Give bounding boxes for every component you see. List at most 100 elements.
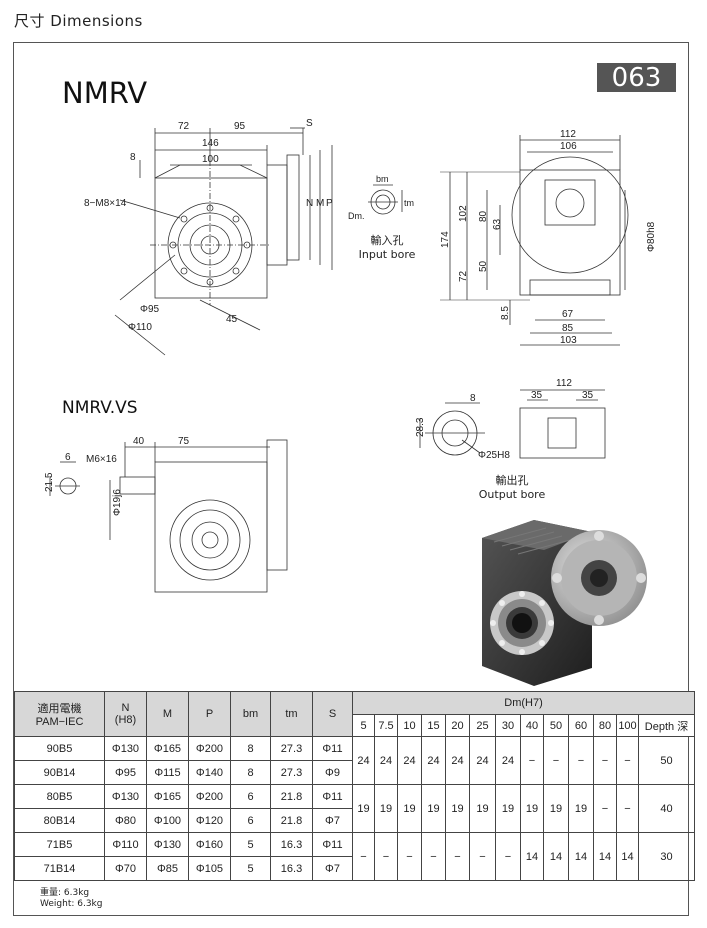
weight-zh: 重量: 6.3kg bbox=[40, 888, 90, 898]
dim-dm: Dm. bbox=[348, 211, 365, 221]
cell-dm: 24 bbox=[469, 736, 496, 785]
dim-6: 6 bbox=[65, 452, 71, 463]
cell-pam: 80B5 bbox=[14, 784, 105, 809]
cell-n: Φ70 bbox=[104, 856, 147, 881]
cell-pam: 80B14 bbox=[14, 808, 105, 833]
col-dm: Dm(H7) bbox=[352, 691, 695, 715]
cell-dm: 19 bbox=[374, 784, 398, 833]
cell-p: Φ160 bbox=[188, 832, 231, 857]
dim-106: 106 bbox=[560, 141, 577, 152]
cell-dm: 19 bbox=[445, 784, 470, 833]
drawing-title-nmrv-vs: NMRV.VS bbox=[62, 398, 138, 418]
input-bore-zh: 輸入孔 bbox=[370, 234, 404, 247]
cell-m: Φ85 bbox=[146, 856, 189, 881]
cell-dm: − bbox=[495, 832, 521, 881]
nmrv-side-view bbox=[440, 135, 629, 346]
dim-174: 174 bbox=[440, 231, 451, 248]
cell-depth: 50 bbox=[638, 736, 695, 785]
cell-s: Φ7 bbox=[312, 808, 353, 833]
cell-dm: 19 bbox=[469, 784, 496, 833]
cell-dm: − bbox=[568, 736, 594, 785]
bolt-label: 8−M8×14 bbox=[84, 198, 127, 209]
cell-pam: 90B5 bbox=[14, 736, 105, 761]
cell-n: Φ130 bbox=[104, 736, 147, 761]
cell-p: Φ105 bbox=[188, 856, 231, 881]
cell-dm: − bbox=[374, 832, 398, 881]
cell-tm: 21.8 bbox=[270, 784, 313, 809]
cell-bm: 6 bbox=[230, 808, 271, 833]
gearbox-photo bbox=[482, 520, 647, 686]
dim-phi110: Φ110 bbox=[128, 322, 152, 333]
cell-depth: 30 bbox=[638, 832, 695, 881]
page-header: 尺寸 Dimensions bbox=[14, 12, 143, 30]
col-depth: Depth 深 bbox=[638, 714, 695, 737]
cell-dm: 19 bbox=[421, 784, 446, 833]
cell-dm: − bbox=[352, 832, 375, 881]
col-m: M bbox=[146, 691, 189, 737]
dm-col-9: 60 bbox=[568, 714, 594, 737]
cell-dm: − bbox=[593, 784, 617, 833]
weight-en: Weight: 6.3kg bbox=[40, 899, 103, 909]
cell-m: Φ165 bbox=[146, 784, 189, 809]
cell-dm: − bbox=[616, 736, 639, 785]
cell-dm: − bbox=[593, 736, 617, 785]
cell-s: Φ11 bbox=[312, 832, 353, 857]
dim-out-112: 112 bbox=[556, 378, 572, 389]
dim-50: 50 bbox=[478, 260, 489, 272]
cell-dm: − bbox=[520, 736, 544, 785]
cell-bm: 5 bbox=[230, 832, 271, 857]
dm-col-0: 5 bbox=[352, 714, 375, 737]
cell-tm: 27.3 bbox=[270, 736, 313, 761]
cell-pam: 71B14 bbox=[14, 856, 105, 881]
input-bore-en: Input bore bbox=[358, 248, 416, 261]
dim-103: 103 bbox=[560, 335, 577, 346]
cell-dm: − bbox=[543, 736, 569, 785]
dim-72: 72 bbox=[178, 121, 190, 132]
cell-dm: 19 bbox=[543, 784, 569, 833]
cell-s: Φ9 bbox=[312, 760, 353, 785]
cell-n: Φ110 bbox=[104, 832, 147, 857]
dim-bm: bm bbox=[376, 174, 389, 184]
col-s: S bbox=[312, 691, 353, 737]
cell-p: Φ140 bbox=[188, 760, 231, 785]
cell-dm: − bbox=[445, 832, 470, 881]
cell-dm: 19 bbox=[520, 784, 544, 833]
cell-m: Φ100 bbox=[146, 808, 189, 833]
cell-dm: 19 bbox=[397, 784, 422, 833]
dim-85: 85 bbox=[562, 323, 574, 334]
cell-dm: − bbox=[397, 832, 422, 881]
dim-phi80h8: Φ80h8 bbox=[646, 221, 657, 252]
dim-out-phi25h8: Φ25H8 bbox=[478, 450, 510, 461]
dm-col-11: 100 bbox=[616, 714, 639, 737]
dim-n: N bbox=[306, 198, 313, 209]
cell-s: Φ7 bbox=[312, 856, 353, 881]
dim-phi19j6: Φ19j6 bbox=[112, 489, 123, 516]
cell-n: Φ95 bbox=[104, 760, 147, 785]
cell-dm: 14 bbox=[543, 832, 569, 881]
cell-dm: 24 bbox=[374, 736, 398, 785]
dim-80: 80 bbox=[478, 210, 489, 222]
nmrv-front-view bbox=[114, 127, 333, 356]
dm-col-2: 10 bbox=[397, 714, 422, 737]
nmrv-vs-view bbox=[49, 439, 288, 593]
dim-100: 100 bbox=[202, 154, 219, 165]
dim-112: 112 bbox=[560, 129, 576, 140]
dim-40: 40 bbox=[133, 436, 145, 447]
dim-phi95: Φ95 bbox=[140, 304, 160, 315]
cell-bm: 6 bbox=[230, 784, 271, 809]
drawing-title-nmrv: NMRV bbox=[62, 76, 148, 110]
cell-depth: 40 bbox=[638, 784, 695, 833]
dim-8-5: 8.5 bbox=[500, 306, 511, 320]
dm-col-5: 25 bbox=[469, 714, 496, 737]
cell-m: Φ115 bbox=[146, 760, 189, 785]
model-badge: 063 bbox=[597, 63, 676, 93]
cell-dm: 14 bbox=[616, 832, 639, 881]
dim-m6x16: M6×16 bbox=[86, 454, 117, 465]
dim-out-8: 8 bbox=[470, 393, 476, 404]
cell-pam: 71B5 bbox=[14, 832, 105, 857]
dim-102: 102 bbox=[458, 205, 469, 222]
cell-tm: 21.8 bbox=[270, 808, 313, 833]
cell-dm: − bbox=[421, 832, 446, 881]
